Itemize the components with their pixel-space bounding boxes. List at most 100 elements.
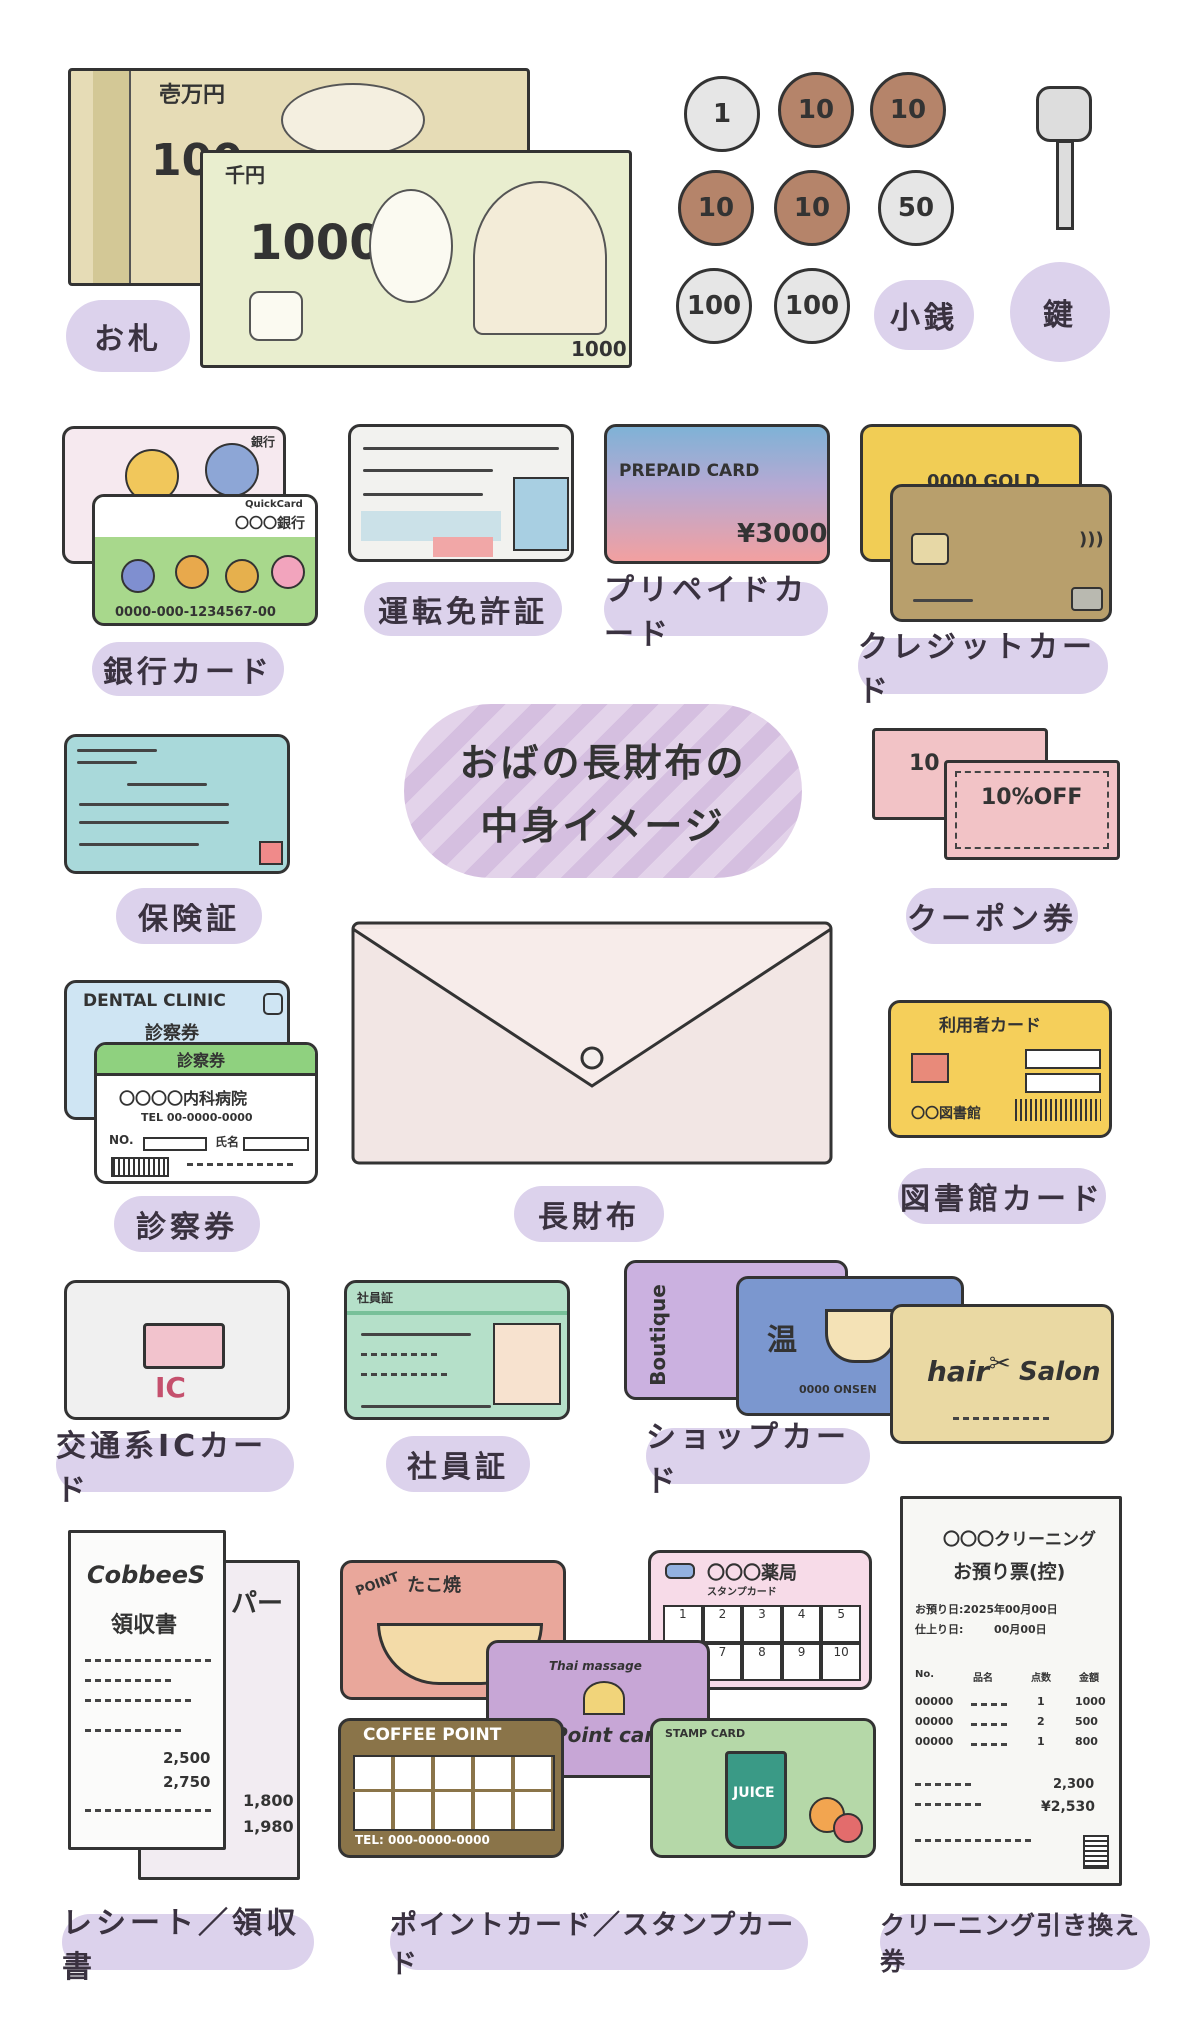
thai-text: Thai massage	[549, 1659, 642, 1673]
coffee-stamp-grid	[353, 1755, 555, 1831]
coin-10-c: 10	[678, 170, 754, 246]
label-credit: クレジットカード	[858, 630, 1108, 709]
clinic-header: 診察券	[177, 1051, 226, 1070]
coin-10-a: 10	[778, 72, 854, 148]
sen-bill-number: 1000	[249, 215, 383, 271]
dental-title: DENTAL CLINIC	[83, 991, 226, 1011]
library-card: 利用者カード 〇〇図書館	[888, 1000, 1112, 1138]
coupon-front-text: 10%OFF	[981, 785, 1083, 810]
coin-100-a: 100	[676, 268, 752, 344]
wallet	[350, 920, 834, 1166]
clinic-no: NO.	[109, 1133, 134, 1147]
label-wallet: 長財布	[514, 1186, 664, 1242]
employee-photo	[493, 1323, 561, 1405]
clinic-name: 〇〇〇〇内科病院	[119, 1089, 248, 1108]
bank-card-bank: 〇〇〇銀行	[235, 516, 305, 532]
cleaning-row-3-qty: 1	[1037, 1735, 1045, 1748]
prepaid-card: PREPAID CARD ¥3000	[604, 424, 830, 564]
pill-icon	[665, 1563, 695, 1579]
salon-salon: Salon	[1019, 1357, 1101, 1387]
onsen-text: 温	[767, 1323, 797, 1358]
cleaning-date2: 仕上り日: 00月00日	[915, 1623, 1047, 1636]
label-cleaning: クリーニング引き換え券	[880, 1911, 1150, 1976]
salon-card: hair ✂ Salon	[890, 1304, 1114, 1444]
bank-card-number: 0000-000-1234567-00	[115, 605, 276, 620]
label-insurance: 保険証	[116, 888, 262, 944]
label-bank-card: 銀行カード	[92, 642, 284, 696]
animal-icon	[271, 555, 305, 589]
key-icon	[1036, 86, 1094, 236]
takoyaki-text: たこ焼	[407, 1575, 461, 1596]
title-line-2: 中身イメージ	[480, 804, 726, 848]
bank-card-back-tag: 銀行	[250, 435, 275, 449]
thai-sub: Point card	[553, 1723, 669, 1747]
label-clinic: 診察券	[114, 1196, 260, 1252]
cleaning-row-3-price: 800	[1075, 1735, 1098, 1748]
cleaning-row-2-qty: 2	[1037, 1715, 1045, 1728]
juice-cup-icon	[725, 1751, 787, 1849]
cleaning-row-3-no: 00000	[915, 1735, 954, 1748]
pharmacy-sub: スタンプカード	[707, 1587, 777, 1598]
cleaning-ticket: 〇〇〇クリーニング お預り票(控) お預り日:2025年00月00日 仕上り日:…	[900, 1496, 1122, 1886]
receipt-amount2: 2,750	[163, 1773, 211, 1791]
insurance-card	[64, 734, 290, 874]
label-prepaid: プリペイドカード	[604, 573, 828, 652]
animal-icon	[121, 559, 155, 593]
lotus-icon	[583, 1681, 625, 1715]
contactless-icon: )))	[1079, 529, 1104, 550]
cleaning-row-2-no: 00000	[915, 1715, 954, 1728]
cleaning-col-qty: 点数	[1031, 1673, 1051, 1684]
onsen-footer: 0000 ONSEN	[799, 1383, 877, 1396]
cleaning-row-1-price: 1000	[1075, 1695, 1106, 1708]
bear-icon	[205, 443, 259, 497]
bank-card-front: QuickCard 〇〇〇銀行 0000-000-1234567-00	[92, 494, 318, 626]
coupon-back-text: 10	[909, 751, 940, 776]
stamp-icon	[259, 841, 283, 865]
title-bubble: おばの長財布の 中身イメージ	[404, 704, 802, 878]
library-title: 利用者カード	[939, 1016, 1041, 1036]
man-bill-stripe	[93, 71, 131, 283]
stamp-title: STAMP CARD	[665, 1727, 746, 1740]
boutique-text: Boutique	[645, 1284, 670, 1386]
ic-card: IC	[64, 1280, 290, 1420]
clinic-name-label: 氏名	[215, 1135, 240, 1149]
sen-bill-window	[249, 291, 303, 341]
label-coupon: クーポン券	[906, 888, 1078, 944]
label-bills: お札	[66, 300, 190, 372]
sen-bill-text: 千円	[225, 163, 265, 187]
receipt-store: CobbeeS	[87, 1561, 206, 1589]
title-line-1: おばの長財布の	[459, 741, 747, 785]
dental-subtitle: 診察券	[145, 1023, 199, 1044]
bank-card-name: QuickCard	[245, 499, 303, 510]
receipt-back-title: パー	[231, 1589, 284, 1619]
clinic-tel: TEL 00-0000-0000	[141, 1111, 253, 1124]
cleaning-row-2-price: 500	[1075, 1715, 1098, 1728]
animal-icon	[225, 559, 259, 593]
coffee-title: COFFEE POINT	[363, 1725, 502, 1745]
coin-100-b: 100	[774, 268, 850, 344]
label-shop: ショップカード	[646, 1420, 870, 1499]
credit-card-front: )))	[890, 484, 1112, 622]
cleaning-sub: 2,300	[1053, 1777, 1095, 1792]
clinic-card: 診察券 〇〇〇〇内科病院 TEL 00-0000-0000 NO. 氏名	[94, 1042, 318, 1184]
book-icon	[911, 1053, 949, 1083]
receipt-back-amount2: 1,980	[243, 1817, 294, 1836]
employee-title: 社員証	[357, 1291, 394, 1305]
employee-card: 社員証	[344, 1280, 570, 1420]
cleaning-total: ¥2,530	[1041, 1799, 1096, 1815]
pharmacy-stamp-grid: 1 2 3 4 5 6 7 8 9 10	[663, 1605, 861, 1681]
label-employee: 社員証	[386, 1436, 530, 1492]
cleaning-col-item: 品名	[973, 1673, 993, 1684]
salon-hair: hair	[927, 1355, 990, 1388]
coin-10-b: 10	[870, 72, 946, 148]
drivers-license	[348, 424, 574, 562]
receipt-title: 領収書	[111, 1613, 178, 1638]
thousand-yen-bill: 千円 1000 1000	[200, 150, 632, 368]
stamp-icon	[1083, 1835, 1109, 1869]
stamp-card: STAMP CARD JUICE	[650, 1718, 876, 1858]
wallet-shape	[351, 921, 833, 1165]
label-receipt: レシート／領収書	[62, 1906, 314, 1985]
animal-icon	[175, 555, 209, 589]
library-footer: 〇〇図書館	[911, 1106, 981, 1122]
cleaning-date1: お預り日:2025年00月00日	[915, 1603, 1058, 1616]
